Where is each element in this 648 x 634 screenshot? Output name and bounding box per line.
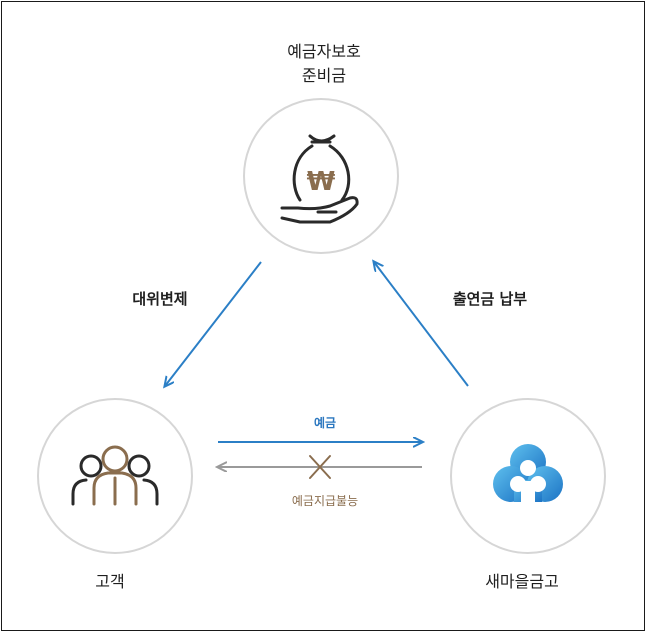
blocked-x-icon — [309, 455, 331, 479]
subrogation-edge-label: 대위변제 — [132, 290, 188, 308]
customer-node-label: 고객 — [95, 572, 125, 591]
fund-to-customer-arrow — [165, 261, 262, 386]
bank-to-fund-arrow — [374, 262, 469, 387]
people-group-icon — [71, 445, 159, 506]
bank-node-label: 새마을금고 — [485, 572, 559, 591]
fund-label-line2: 준비금 — [301, 66, 347, 85]
saemaul-logo-icon — [493, 444, 563, 504]
fund-node-label: 예금자보호 준비금 — [244, 40, 404, 88]
fund-node-circle — [243, 98, 399, 254]
money-bag-hand-icon — [280, 134, 359, 224]
fund-label-line1: 예금자보호 — [287, 42, 361, 61]
payment-failure-edge-label: 예금지급불능 — [291, 494, 359, 508]
contribution-edge-label: 출연금 납부 — [452, 290, 528, 308]
customer-node-circle — [37, 398, 193, 554]
deposit-edge-label: 예금 — [313, 416, 337, 430]
won-sign-icon: ₩ — [307, 167, 336, 197]
